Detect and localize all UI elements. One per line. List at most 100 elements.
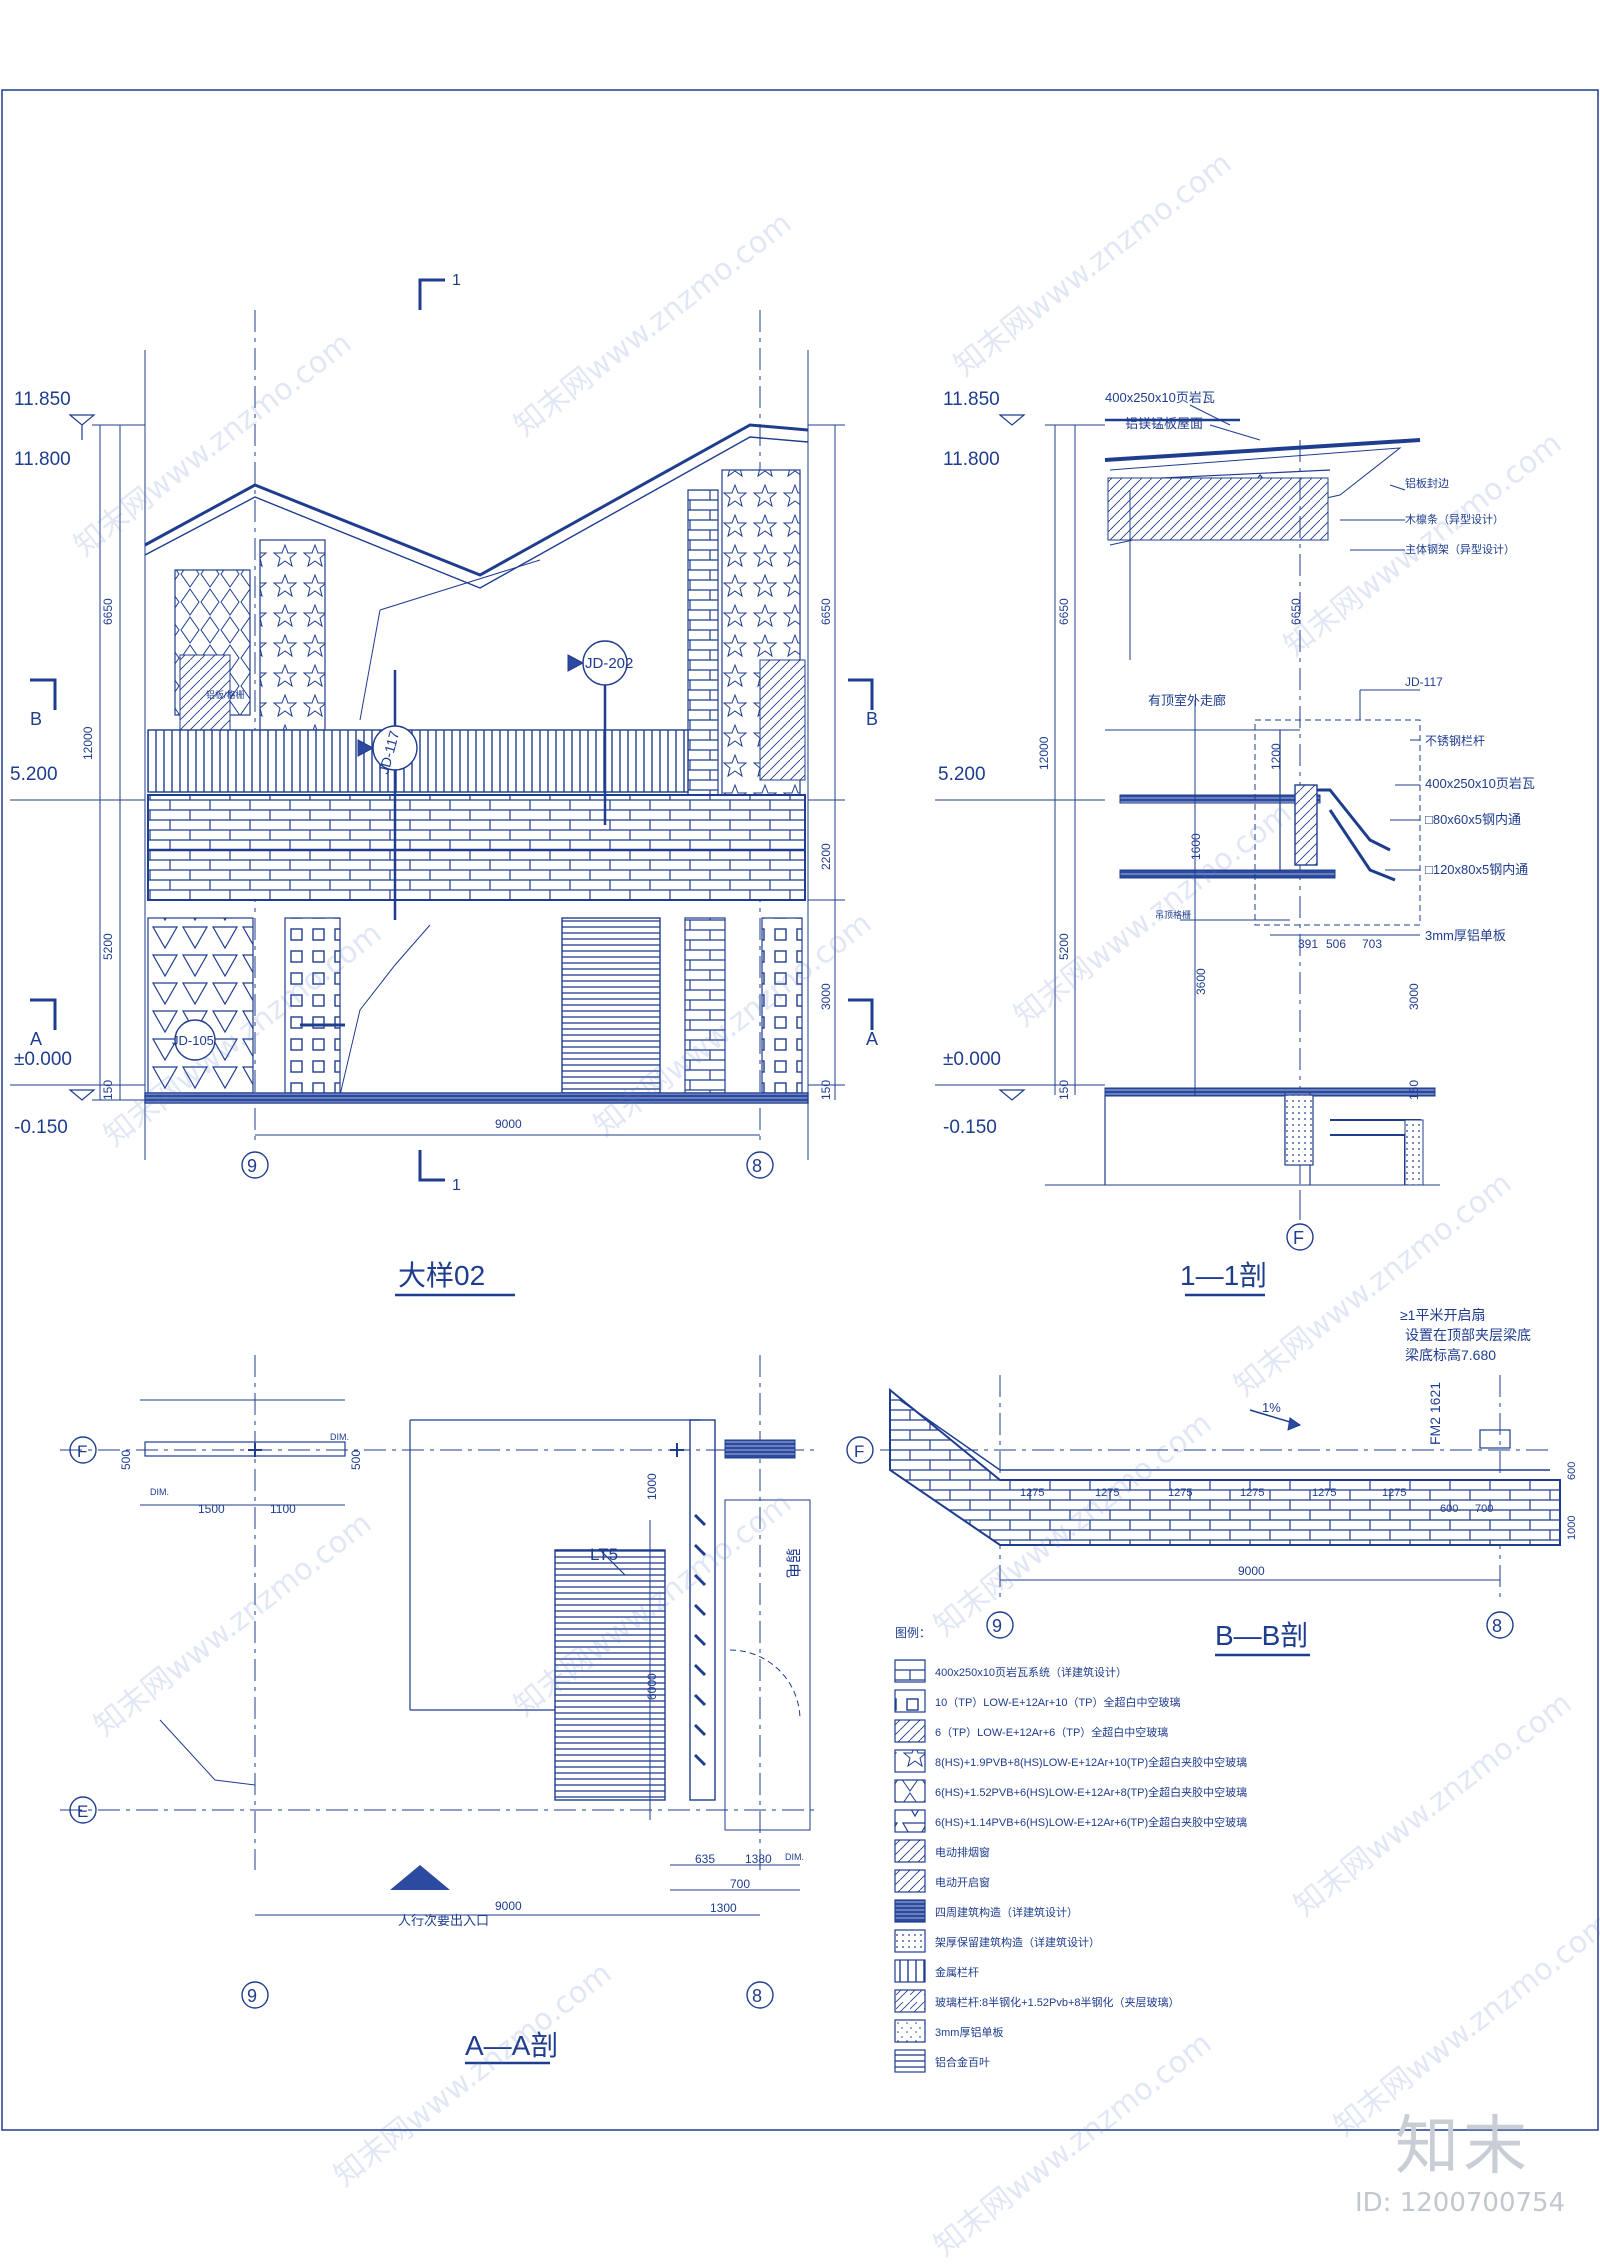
aa-entrance: 人行次要出入口 xyxy=(398,1913,489,1928)
legend-swatch-dense xyxy=(894,1899,926,1923)
s11-note2-5: 3mm厚铝单板 xyxy=(1425,928,1506,943)
aa-dim-mid-2: 6000 xyxy=(645,1673,659,1700)
level-minus: -0.150 xyxy=(14,1117,68,1138)
s11-dim-left-2: 12000 xyxy=(1037,736,1051,770)
cut-mark-top-label: 1 xyxy=(452,272,461,289)
aa-dim-tag-3: DIM. xyxy=(785,1852,804,1862)
legend-label: 四周建筑构造（详建筑设计） xyxy=(935,1905,1078,1919)
s11-level-zero: ±0.000 xyxy=(943,1049,1001,1070)
legend-swatch-hatch xyxy=(894,1719,926,1743)
legend-label: 玻璃栏杆:8半钢化+1.52Pvb+8半钢化（夹层玻璃） xyxy=(935,1995,1180,2009)
s11-dim-left-4: 150 xyxy=(1057,1080,1071,1100)
s11-note2-4: □120x80x5钢内通 xyxy=(1425,862,1528,877)
aa-axis-left: 9 xyxy=(247,1986,257,2006)
aa-overall: 9000 xyxy=(495,1899,522,1913)
s11-dim-left-3: 5200 xyxy=(1057,933,1071,960)
s11-dim-right-4: 3600 xyxy=(1194,968,1208,995)
aa-room: 弱电 xyxy=(784,1548,801,1578)
legend-label: 6（TP）LOW-E+12Ar+6（TP）全超白中空玻璃 xyxy=(935,1725,1168,1739)
legend-label: 8(HS)+1.9PVB+8(HS)LOW-E+12Ar+10(TP)全超白夹胶… xyxy=(935,1755,1247,1769)
legend-swatch-tri xyxy=(894,1809,926,1833)
aa-dim-top-4: 500 xyxy=(349,1450,363,1470)
legend-swatch-open xyxy=(894,1869,926,1893)
bb-note-1: ≥1平米开启扇 xyxy=(1400,1307,1485,1323)
legend-swatch-star xyxy=(894,1749,926,1773)
s11-note-5: 主体钢架（异型设计） xyxy=(1405,542,1515,556)
aa-dim-bottom-2: 1380 xyxy=(745,1852,772,1866)
level-top-1: 11.850 xyxy=(14,389,71,410)
aa-axis-right: 8 xyxy=(752,1986,762,2006)
legend-swatch-grid xyxy=(894,1689,926,1713)
section-b-b-title: B—B剖 xyxy=(1215,1620,1308,1651)
legend-label: 电动排烟窗 xyxy=(935,1845,990,1859)
section-b-label-right: B xyxy=(866,709,878,729)
dim-left-2: 12000 xyxy=(81,726,95,760)
s11-dim-right-6: 150 xyxy=(1407,1080,1421,1100)
legend-label: 电动开启窗 xyxy=(935,1875,990,1889)
section-a-label-right: A xyxy=(866,1029,878,1049)
bb-axis-right: 8 xyxy=(1492,1616,1502,1636)
s11-note-1: 400x250x10页岩瓦 xyxy=(1105,390,1215,405)
bb-dim-7: 600 xyxy=(1440,1503,1458,1515)
s11-dim-bottom-2: 506 xyxy=(1326,937,1346,951)
s11-dim-bottom-3: 703 xyxy=(1362,937,1382,951)
legend-swatch-brick xyxy=(894,1659,926,1683)
s11-note2-1: 不锈钢栏杆 xyxy=(1425,733,1485,748)
dim-right-4: 150 xyxy=(819,1080,833,1100)
section-a-a-title: A—A剖 xyxy=(465,2030,558,2061)
aa-dim-top-2: 1500 xyxy=(198,1502,225,1516)
legend-swatch-glass xyxy=(894,1989,926,2013)
axis-left-label: 9 xyxy=(247,1156,257,1176)
section-a-label-left: A xyxy=(30,1029,42,1049)
s11-corridor: 有顶室外走廊 xyxy=(1148,693,1226,708)
s11-note-4: 木檩条（异型设计） xyxy=(1405,512,1504,526)
legend-label: 铝合金百叶 xyxy=(935,2055,990,2069)
dim-left-1: 6650 xyxy=(101,598,115,625)
section-a-a xyxy=(60,1355,820,2065)
bb-dim-4: 1275 xyxy=(1240,1487,1264,1499)
detail-02-note: 铝板/格栅 xyxy=(206,689,245,700)
bb-dim-8: 700 xyxy=(1475,1503,1493,1515)
s11-level-mid: 5.200 xyxy=(938,764,986,785)
callout-jd-202: JD-202 xyxy=(585,655,633,672)
aa-dim-tag-1: DIM. xyxy=(150,1487,169,1497)
aa-dim-mid-1: 1000 xyxy=(645,1473,659,1500)
legend-label: 6(HS)+1.14PVB+6(HS)LOW-E+12Ar+6(TP)全超白夹胶… xyxy=(935,1815,1247,1829)
legend-swatch-vbar xyxy=(894,1959,926,1983)
section-b-b xyxy=(846,1375,1561,1657)
sheet-frame xyxy=(1,89,1599,2131)
bb-tag: FM2 1621 xyxy=(1427,1382,1443,1445)
axis-right-label: 8 xyxy=(752,1156,762,1176)
aa-dim-bottom-4: 1300 xyxy=(710,1901,737,1915)
s11-dim-right-2: 1200 xyxy=(1269,743,1283,770)
bb-dim-right-1: 600 xyxy=(1566,1462,1578,1480)
s11-level-top-1: 11.850 xyxy=(943,389,1000,410)
legend: 图例： 400x250x10页岩瓦系统（详建筑设计）10（TP）LOW-E+12… xyxy=(894,1626,1247,2073)
s11-small: 吊顶格栅 xyxy=(1155,909,1191,920)
legend-swatch-speck xyxy=(894,2019,926,2043)
dim-left-3: 5200 xyxy=(101,933,115,960)
level-zero: ±0.000 xyxy=(14,1049,72,1070)
legend-label: 架厚保留建筑构造（详建筑设计） xyxy=(935,1935,1100,1949)
s11-note-3: 铝板封边 xyxy=(1405,476,1449,490)
legend-label: 3mm厚铝单板 xyxy=(935,2025,1003,2039)
s11-dim-left-1: 6650 xyxy=(1057,598,1071,625)
bb-overall: 9000 xyxy=(1238,1564,1265,1578)
bb-dim-6: 1275 xyxy=(1382,1487,1406,1499)
overall-dim: 9000 xyxy=(495,1117,522,1131)
section-1-1-text: 1—1剖 11.850 11.800 5.200 ±0.000 -0.150 6… xyxy=(938,389,1535,1291)
level-top-2: 11.800 xyxy=(14,449,71,470)
aa-dim-top-3: 1100 xyxy=(270,1502,296,1516)
s11-level-top-2: 11.800 xyxy=(943,449,1000,470)
detail-02-title: 大样02 xyxy=(398,1260,485,1291)
legend-title: 图例： xyxy=(895,1626,931,1640)
s11-note2-3: □80x60x5钢内通 xyxy=(1425,812,1521,827)
legend-swatch-louver xyxy=(894,2049,926,2073)
legend-label: 金属栏杆 xyxy=(935,1965,979,1979)
bb-axis-top: F xyxy=(854,1442,864,1461)
s11-callout: JD-117 xyxy=(1405,675,1443,689)
legend-swatch-dots xyxy=(894,1929,926,1953)
dim-left-4: 150 xyxy=(101,1080,115,1100)
level-mid: 5.200 xyxy=(10,764,58,785)
